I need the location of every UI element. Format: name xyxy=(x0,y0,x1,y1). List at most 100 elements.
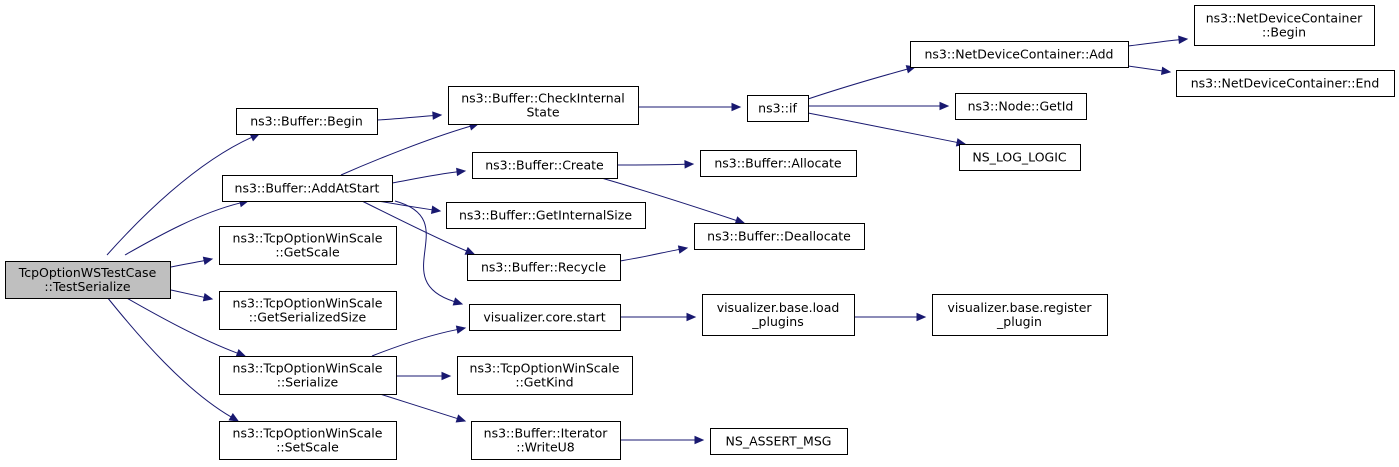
node-ws-getscale[interactable]: ns3::TcpOptionWinScale::GetScale xyxy=(219,226,397,265)
node-label: visualizer.core.start xyxy=(483,310,605,325)
edge-line xyxy=(1127,39,1180,47)
edge-line xyxy=(807,112,958,143)
node-ns3-if[interactable]: ns3::if xyxy=(747,95,809,122)
node-label: ns3::Buffer::Recycle xyxy=(481,260,606,275)
edge-ns3_if-to-node_getid xyxy=(808,101,950,111)
edge-line xyxy=(391,171,458,184)
node-label: ns3::Buffer::AddAtStart xyxy=(235,181,380,196)
edge-line xyxy=(616,163,686,166)
node-buffer-recycle[interactable]: ns3::Buffer::Recycle xyxy=(467,254,621,281)
node-label: visualizer.base.register xyxy=(947,300,1092,315)
node-box xyxy=(236,108,378,135)
edge-root-to-ws_serialize xyxy=(124,296,247,357)
node-label: ::TestSerialize xyxy=(44,279,130,294)
node-label: ns3::TcpOptionWinScale xyxy=(233,231,383,246)
node-box xyxy=(694,223,865,250)
node-vis-base-load-plugins[interactable]: visualizer.base.load_plugins xyxy=(702,294,855,336)
arrowhead-icon xyxy=(452,297,464,306)
node-label: ns3::Buffer::CheckInternal xyxy=(461,91,625,106)
node-label: ns3::if xyxy=(758,101,797,116)
node-ws-serialize[interactable]: ns3::TcpOptionWinScale::Serialize xyxy=(219,356,397,395)
node-label: ::WriteU8 xyxy=(516,440,575,455)
node-label: State xyxy=(526,105,559,120)
arrowhead-icon xyxy=(455,414,467,423)
arrowhead-icon xyxy=(464,246,476,255)
edge-buffer_checkinternalstate-to-ns3_if xyxy=(638,102,742,112)
arrowhead-icon xyxy=(734,216,746,225)
node-label: ns3::NetDeviceContainer::Add xyxy=(925,47,1114,62)
edge-line xyxy=(340,125,471,176)
node-label: ns3::TcpOptionWinScale xyxy=(233,361,383,376)
node-box xyxy=(472,152,618,179)
edge-line xyxy=(379,393,458,420)
node-label: _plugin xyxy=(996,314,1042,329)
node-ns-log-logic[interactable]: NS_LOG_LOGIC xyxy=(959,144,1081,171)
node-label: ns3::TcpOptionWinScale xyxy=(470,361,620,376)
edge-ns3_if-to-ndc_add xyxy=(807,65,917,100)
node-ndc-add[interactable]: ns3::NetDeviceContainer::Add xyxy=(910,41,1129,68)
edge-line xyxy=(124,296,238,354)
node-box xyxy=(932,294,1108,336)
node-ndc-end[interactable]: ns3::NetDeviceContainer::End xyxy=(1176,70,1395,97)
node-buffer-allocate[interactable]: ns3::Buffer::Allocate xyxy=(700,150,857,177)
edge-line xyxy=(124,202,241,256)
node-buffer-create[interactable]: ns3::Buffer::Create xyxy=(472,152,618,179)
node-label: ns3::Node::GetId xyxy=(968,99,1074,114)
node-label: ::GetKind xyxy=(515,375,573,390)
arrowhead-icon xyxy=(235,349,247,357)
node-ws-getkind[interactable]: ns3::TcpOptionWinScale::GetKind xyxy=(457,356,633,395)
arrowhead-icon xyxy=(456,167,467,177)
edge-line xyxy=(377,200,433,211)
node-box xyxy=(471,421,621,460)
edge-buffer_create-to-buffer_allocate xyxy=(616,160,695,169)
node-box xyxy=(469,304,621,331)
node-root[interactable]: TcpOptionWSTestCase::TestSerialize xyxy=(5,261,171,299)
edge-root-to-ws_getserializedsize xyxy=(170,289,214,302)
edge-vis_core_start-to-vis_base_load_plugins xyxy=(620,312,697,322)
edge-line xyxy=(170,260,205,268)
node-box xyxy=(457,356,633,395)
node-label: ::SetScale xyxy=(276,440,339,455)
edge-line xyxy=(1127,65,1163,72)
node-ndc-begin[interactable]: ns3::NetDeviceContainer::Begin xyxy=(1194,5,1375,46)
node-ns-assert-msg[interactable]: NS_ASSERT_MSG xyxy=(710,428,848,455)
node-iterator-writeu8[interactable]: ns3::Buffer::Iterator::WriteU8 xyxy=(471,421,621,460)
node-box xyxy=(1176,70,1395,97)
node-box xyxy=(955,93,1087,120)
edge-ns3_if-to-ns_log_logic xyxy=(807,112,967,147)
node-buffer-begin[interactable]: ns3::Buffer::Begin xyxy=(236,108,378,135)
node-label: ns3::NetDeviceContainer xyxy=(1206,11,1363,26)
node-box xyxy=(446,202,646,229)
arrowhead-icon xyxy=(1160,66,1172,76)
arrowhead-icon xyxy=(432,111,443,120)
node-node-getid[interactable]: ns3::Node::GetId xyxy=(955,93,1087,120)
node-label: ns3::Buffer::GetInternalSize xyxy=(459,208,632,223)
node-box xyxy=(448,86,639,125)
node-label: ns3::TcpOptionWinScale xyxy=(233,296,383,311)
node-ws-setscale[interactable]: ns3::TcpOptionWinScale::SetScale xyxy=(219,421,397,460)
edge-line xyxy=(371,329,458,357)
node-buffer-deallocate[interactable]: ns3::Buffer::Deallocate xyxy=(694,223,865,250)
node-box xyxy=(219,356,397,395)
arrowhead-icon xyxy=(677,245,689,254)
edge-line xyxy=(597,176,737,221)
node-buffer-addatstart[interactable]: ns3::Buffer::AddAtStart xyxy=(222,175,393,202)
node-box xyxy=(702,294,855,336)
node-box xyxy=(747,95,809,122)
call-edges xyxy=(106,35,1189,445)
node-box xyxy=(222,175,393,202)
node-label: TcpOptionWSTestCase xyxy=(18,265,157,280)
edge-line xyxy=(170,289,205,298)
edge-buffer_recycle-to-buffer_deallocate xyxy=(619,245,689,262)
arrowhead-icon xyxy=(202,293,214,302)
node-vis-base-register-plugin[interactable]: visualizer.base.register_plugin xyxy=(932,294,1108,336)
arrowhead-icon xyxy=(686,312,697,322)
arrowhead-icon xyxy=(731,102,742,112)
arrowhead-icon xyxy=(455,325,467,334)
node-buffer-getinternalsize[interactable]: ns3::Buffer::GetInternalSize xyxy=(446,202,646,229)
edge-line xyxy=(619,248,680,262)
node-ws-getserializedsize[interactable]: ns3::TcpOptionWinScale::GetSerializedSiz… xyxy=(219,291,397,330)
node-vis-core-start[interactable]: visualizer.core.start xyxy=(469,304,621,331)
